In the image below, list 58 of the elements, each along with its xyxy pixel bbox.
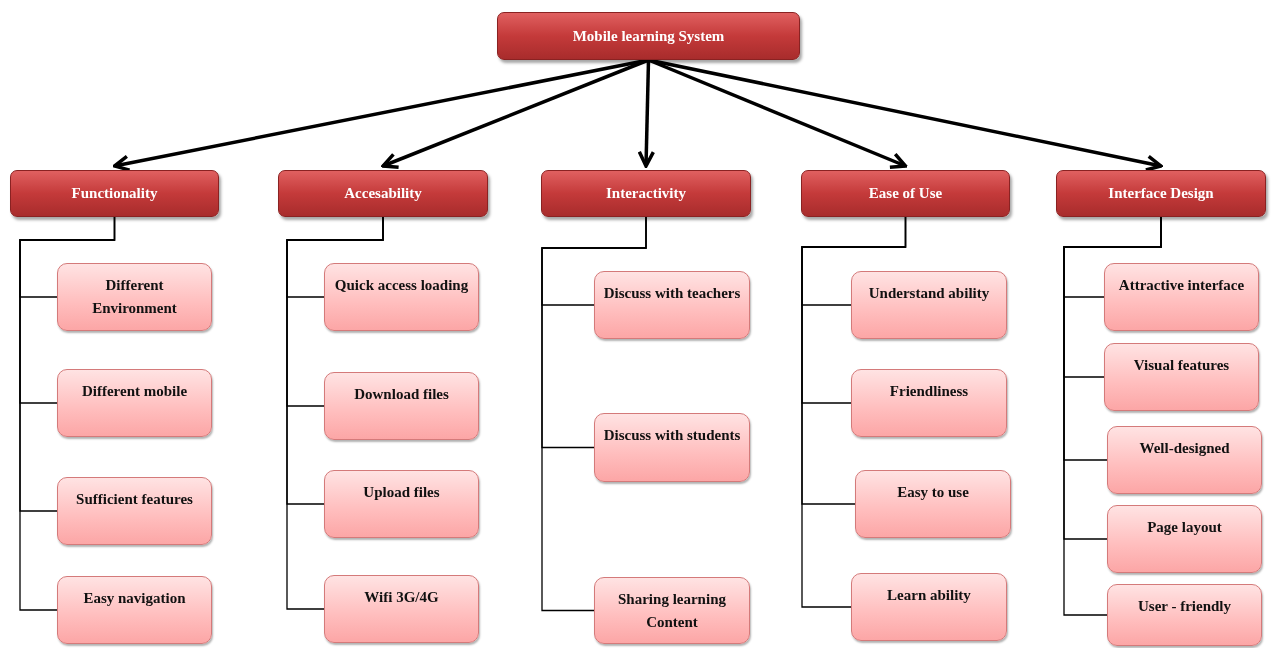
node-label: Understand ability bbox=[868, 284, 990, 303]
node-label: Interactivity bbox=[606, 184, 686, 204]
node-label: Upload files bbox=[363, 483, 440, 502]
item-box bbox=[594, 413, 750, 482]
connector-line bbox=[286, 216, 384, 610]
item-box bbox=[851, 369, 1007, 437]
category-box bbox=[1056, 170, 1266, 217]
node-label: Accesability bbox=[344, 184, 422, 204]
item-box bbox=[855, 470, 1011, 538]
item-box bbox=[1107, 584, 1262, 646]
node-label: Wifi 3G/4G bbox=[364, 588, 439, 607]
node-label: Learn ability bbox=[887, 586, 971, 605]
item-box bbox=[851, 271, 1007, 339]
node-label: Ease of Use bbox=[868, 184, 943, 204]
node-label: Sufficient features bbox=[76, 490, 193, 509]
node-label: Discuss with teachers bbox=[603, 284, 741, 303]
connector-line bbox=[541, 216, 647, 612]
category-box bbox=[278, 170, 488, 217]
node-label: Easy to use bbox=[897, 483, 969, 502]
item-box bbox=[57, 576, 212, 644]
node-label: Easy navigation bbox=[83, 589, 186, 608]
node-label: Visual features bbox=[1133, 356, 1230, 375]
node-label: Discuss with students bbox=[603, 426, 741, 445]
item-box bbox=[324, 575, 479, 643]
item-box bbox=[594, 577, 750, 644]
node-label: Friendliness bbox=[889, 382, 969, 401]
category-box bbox=[801, 170, 1010, 217]
item-box bbox=[851, 573, 1007, 641]
item-box bbox=[594, 271, 750, 339]
node-label: Different mobile bbox=[81, 382, 188, 401]
connector-line bbox=[801, 216, 907, 608]
item-box bbox=[1104, 343, 1259, 411]
node-label: Attractive interface bbox=[1118, 276, 1245, 295]
arrow bbox=[648, 58, 1163, 172]
item-box bbox=[57, 369, 212, 437]
item-box bbox=[1104, 263, 1259, 331]
item-box bbox=[324, 263, 479, 331]
node-label: Download files bbox=[354, 385, 449, 404]
node-label: Different Environment bbox=[91, 276, 178, 318]
category-box bbox=[10, 170, 219, 217]
item-box bbox=[57, 263, 212, 331]
node-label: User - friendly bbox=[1137, 597, 1231, 616]
root-box bbox=[497, 12, 800, 60]
item-box bbox=[324, 372, 479, 440]
category-box bbox=[541, 170, 751, 217]
connector-line bbox=[19, 216, 116, 611]
item-box bbox=[57, 477, 212, 545]
node-label: Functionality bbox=[71, 184, 158, 204]
node-label: Sharing learning Content bbox=[617, 590, 727, 632]
node-label: Quick access loading bbox=[334, 276, 469, 295]
node-label: Interface Design bbox=[1108, 184, 1214, 204]
node-label: Page layout bbox=[1147, 518, 1222, 537]
item-box bbox=[1107, 426, 1262, 494]
node-label: Well-designed bbox=[1139, 439, 1230, 458]
node-label: Mobile learning System bbox=[572, 26, 725, 46]
arrow bbox=[637, 59, 656, 168]
item-box bbox=[1107, 505, 1262, 573]
item-box bbox=[324, 470, 479, 538]
